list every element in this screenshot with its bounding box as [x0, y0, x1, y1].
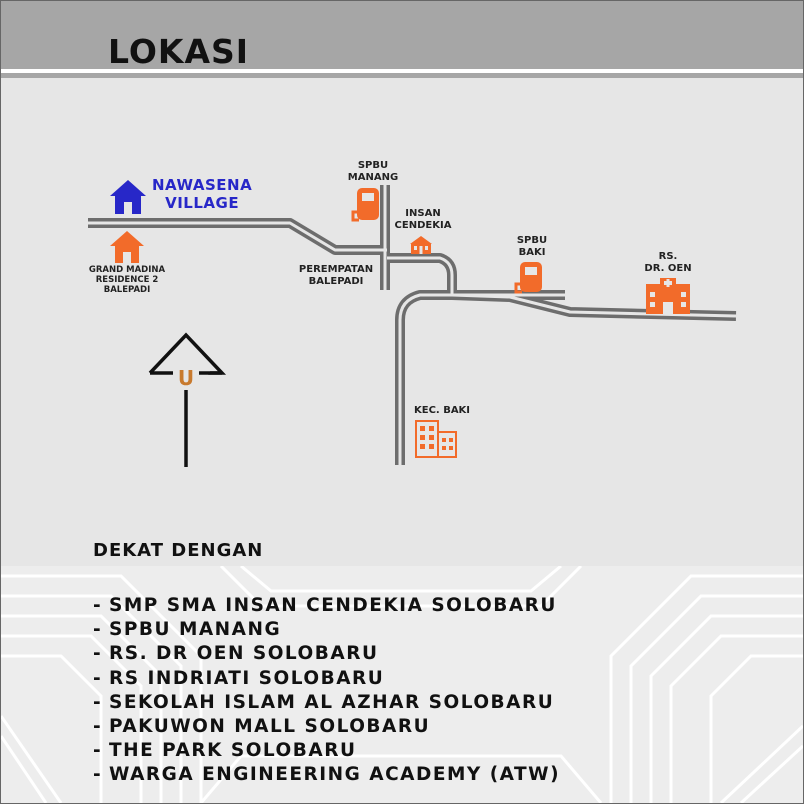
home-icon [110, 180, 146, 214]
spbu-baki-label: SPBU BAKI [510, 235, 554, 259]
insan-cendekia-label: INSAN CENDEKIA [392, 208, 454, 232]
list-item: -SEKOLAH ISLAM AL AZHAR SOLOBARU [93, 691, 560, 715]
list-bullet: - [93, 667, 103, 689]
hospital-icon [646, 278, 690, 314]
rs-line-2: DR. OEN [644, 263, 692, 274]
north-arrow-icon [148, 332, 227, 467]
list-bullet: - [93, 691, 103, 713]
list-item-text: SEKOLAH ISLAM AL AZHAR SOLOBARU [109, 691, 555, 713]
list-item: -RS. DR OEN SOLOBARU [93, 642, 560, 666]
office-building-icon [415, 420, 457, 458]
page-title: LOKASI [108, 32, 250, 71]
list-item: -SMP SMA INSAN CENDEKIA SOLOBARU [93, 594, 560, 618]
list-item: -THE PARK SOLOBARU [93, 739, 560, 763]
list-bullet: - [93, 764, 103, 786]
header-bar [1, 1, 803, 69]
list-item-text: SMP SMA INSAN CENDEKIA SOLOBARU [109, 595, 557, 616]
perempatan-balepadi-label: PEREMPATAN BALEPADI [292, 264, 380, 288]
home-icon [110, 231, 144, 263]
list-item: -PAKUWON MALL SOLOBARU [93, 715, 560, 739]
list-bullet: - [93, 643, 103, 665]
list-item-text: SPBU MANANG [109, 619, 282, 641]
school-icon [410, 236, 432, 254]
grand-madina-line-3: BALEPADI [103, 285, 151, 296]
list-item-text: RS INDRIATI SOLOBARU [109, 667, 385, 689]
list-item-text: WARGA ENGINEERING ACADEMY (ATW) [109, 764, 561, 786]
insan-line-2: CENDEKIA [394, 220, 452, 231]
fuel-pump-icon [351, 188, 379, 222]
grand-madina-line-1: GRAND MADINA [88, 265, 166, 275]
spbu-baki-line-1: SPBU [516, 235, 548, 246]
nearby-list: -SMP SMA INSAN CENDEKIA SOLOBARU -SPBU M… [93, 594, 560, 788]
rs-line-1: RS. [658, 251, 678, 262]
nawasena-line-1: NAWASENA [152, 176, 253, 194]
spbu-manang-label: SPBU MANANG [342, 160, 404, 184]
spbu-manang-line-2: MANANG [347, 172, 399, 183]
decorative-pattern [1, 566, 803, 803]
spbu-baki-line-2: BAKI [518, 247, 546, 258]
list-bullet: - [93, 740, 103, 762]
list-item: -RS INDRIATI SOLOBARU [93, 667, 560, 691]
list-item-text: PAKUWON MALL SOLOBARU [109, 715, 431, 737]
list-item: -WARGA ENGINEERING ACADEMY (ATW) [93, 763, 560, 787]
list-bullet: - [93, 619, 103, 641]
insan-line-1: INSAN [405, 208, 441, 219]
list-bullet: - [93, 595, 103, 616]
header-divider [1, 69, 803, 73]
list-item-text: THE PARK SOLOBARU [109, 740, 357, 762]
nearby-title: DEKAT DENGAN [93, 540, 264, 561]
fuel-pump-icon [514, 262, 542, 294]
list-bullet: - [93, 715, 103, 737]
nawasena-village-label: NAWASENA VILLAGE [152, 176, 252, 212]
header-divider-shadow [1, 73, 803, 78]
spbu-manang-line-1: SPBU [357, 160, 389, 171]
nawasena-line-2: VILLAGE [165, 194, 240, 212]
grand-madina-label: GRAND MADINA RESIDENCE 2 BALEPADI [83, 265, 171, 296]
list-item: -SPBU MANANG [93, 618, 560, 642]
perempatan-line-2: BALEPADI [308, 276, 364, 287]
perempatan-line-1: PEREMPATAN [298, 264, 374, 275]
list-item-text: RS. DR OEN SOLOBARU [109, 643, 379, 665]
grand-madina-line-2: RESIDENCE 2 [95, 275, 159, 286]
rs-dr-oen-label: RS. DR. OEN [636, 251, 700, 275]
kec-baki-label: KEC. BAKI [414, 405, 471, 416]
compass-letter: U [177, 366, 195, 390]
